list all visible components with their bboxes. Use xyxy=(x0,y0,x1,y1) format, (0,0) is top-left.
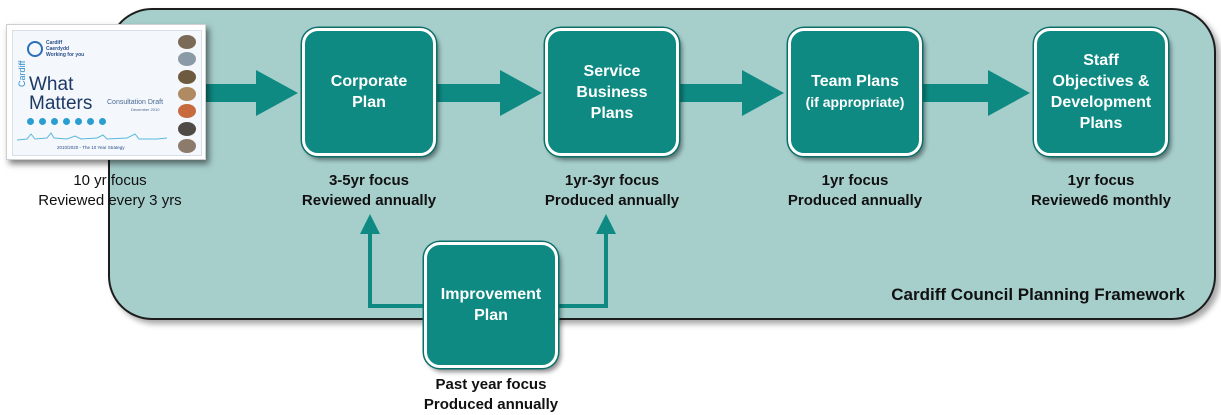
improvement-plan-review: Produced annually xyxy=(423,396,559,413)
improvement-plan-caption: Past year focus Produced annually xyxy=(391,375,591,415)
improvement-plan-label: Improvement Plan xyxy=(440,286,542,324)
improvement-plan-focus: Past year focus xyxy=(435,376,547,393)
improvement-plan-box: Improvement Plan xyxy=(424,242,558,368)
arrow-up-icon xyxy=(596,214,616,234)
skyline-icon xyxy=(17,132,167,141)
service-plans-caption: 1yr-3yr focus Produced annually xyxy=(512,171,712,211)
arrow-up-icon xyxy=(360,214,380,234)
document-cover: Cardiff Caerdydd Working for you Cardiff… xyxy=(12,30,202,156)
cover-side-text: Cardiff xyxy=(17,60,27,87)
cover-dots xyxy=(27,118,106,125)
staff-objectives-caption: 1yr focus Reviewed6 monthly xyxy=(1001,171,1201,211)
team-plans-sublabel: (if appropriate) xyxy=(805,94,905,110)
service-business-plans-box: Service Business Plans xyxy=(545,28,679,156)
cover-subtitle: Consultation Draft xyxy=(107,99,164,106)
cover-date: December 2010 xyxy=(131,107,160,112)
cover-footer: 2010/2020 - The 10 Year Strategy xyxy=(57,145,125,150)
staff-objectives-box: Staff Objectives & Development Plans xyxy=(1034,28,1168,156)
cover-title-line2: Matters xyxy=(29,93,93,114)
feedback-line-service xyxy=(558,232,608,308)
corporate-plan-caption: 3-5yr focus Reviewed annually xyxy=(269,171,469,211)
staff-objectives-review: Reviewed6 monthly xyxy=(1030,192,1172,209)
arrow-right-icon xyxy=(680,70,784,116)
what-matters-review: Reviewed every 3 yrs xyxy=(38,192,182,209)
what-matters-caption: 10 yr focus Reviewed every 3 yrs xyxy=(10,171,210,211)
arrow-right-icon xyxy=(922,70,1030,116)
service-plans-focus: 1yr-3yr focus xyxy=(564,172,660,189)
cover-photo-strip xyxy=(178,35,198,153)
team-plans-label: Team Plans xyxy=(811,73,899,90)
team-plans-focus: 1yr focus xyxy=(821,172,889,189)
team-plans-box: Team Plans (if appropriate) xyxy=(788,28,922,156)
staff-objectives-focus: 1yr focus xyxy=(1067,172,1135,189)
what-matters-focus: 10 yr focus xyxy=(73,172,147,189)
service-business-plans-label: Service Business Plans xyxy=(576,62,648,122)
logo-text: Cardiff Caerdydd Working for you xyxy=(46,40,85,58)
team-plans-review: Produced annually xyxy=(787,192,923,209)
staff-objectives-label: Staff Objectives & Development Plans xyxy=(1050,52,1152,132)
council-logo-icon xyxy=(27,41,43,57)
framework-title: Cardiff Council Planning Framework xyxy=(891,285,1185,304)
corporate-plan-box: Corporate Plan xyxy=(302,28,436,156)
service-plans-review: Produced annually xyxy=(544,192,680,209)
team-plans-caption: 1yr focus Produced annually xyxy=(755,171,955,211)
what-matters-document-thumbnail: Cardiff Caerdydd Working for you Cardiff… xyxy=(6,24,206,160)
feedback-line-corporate xyxy=(368,232,424,308)
arrow-right-icon xyxy=(436,70,542,116)
corporate-plan-focus: 3-5yr focus xyxy=(328,172,410,189)
corporate-plan-review: Reviewed annually xyxy=(301,192,437,209)
corporate-plan-label: Corporate Plan xyxy=(330,73,408,111)
arrow-right-icon xyxy=(206,70,298,116)
cover-title-line1: What xyxy=(29,74,74,95)
